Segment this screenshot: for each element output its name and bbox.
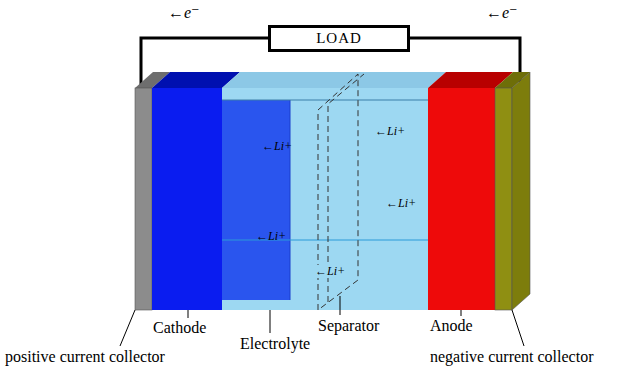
cathode-side xyxy=(222,100,290,300)
anode xyxy=(428,88,495,310)
edge-line xyxy=(290,100,291,300)
ion-arrow: ←Li+ xyxy=(314,265,346,278)
negative-collector xyxy=(495,88,512,310)
edge-line xyxy=(222,240,428,241)
electron-arrow: ←e⁻ xyxy=(486,4,518,22)
ion-arrow: ←Li+ xyxy=(375,125,405,138)
collector-side xyxy=(512,72,530,310)
leader-line xyxy=(461,310,462,316)
part-name: positive current collector xyxy=(5,348,165,366)
leader-line xyxy=(340,296,341,315)
part-name: Electrolyte xyxy=(240,335,310,353)
electron-arrow: ←e⁻ xyxy=(168,4,200,22)
positive-collector xyxy=(135,88,152,310)
leader-line xyxy=(512,310,524,346)
part-name: negative current collector xyxy=(430,348,593,366)
part-name: Anode xyxy=(430,317,473,335)
leader-line xyxy=(188,310,189,318)
leader-line xyxy=(270,310,271,333)
ion-arrow: ←Li+ xyxy=(386,197,416,210)
load-box: LOAD xyxy=(268,25,410,52)
ion-arrow: ←Li+ xyxy=(256,230,286,243)
leader-line xyxy=(120,310,135,346)
electrolyte xyxy=(222,88,428,310)
cathode xyxy=(152,88,222,310)
load-label: LOAD xyxy=(316,30,362,47)
part-name: Separator xyxy=(318,317,379,335)
edge-line xyxy=(222,100,428,101)
ion-arrow: ←Li+ xyxy=(262,140,292,153)
electrolyte-top xyxy=(222,72,446,88)
part-name: Cathode xyxy=(153,319,206,337)
